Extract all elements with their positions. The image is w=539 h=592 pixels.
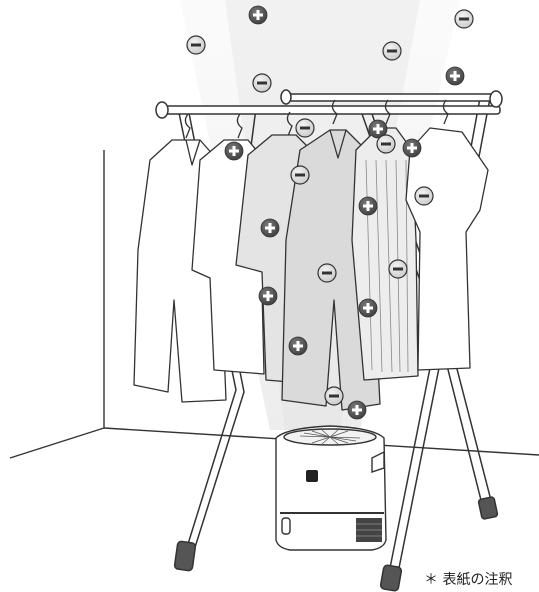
minus-ion-icon bbox=[377, 135, 395, 153]
minus-ion-icon bbox=[296, 119, 314, 137]
minus-ion-icon bbox=[383, 42, 401, 60]
plus-ion-icon bbox=[446, 67, 464, 85]
shirts bbox=[134, 128, 488, 410]
air-purifier bbox=[276, 426, 386, 550]
minus-ion-icon bbox=[415, 187, 433, 205]
plus-ion-icon bbox=[259, 287, 277, 305]
plus-ion-icon bbox=[261, 219, 279, 237]
plus-ion-icon bbox=[359, 197, 377, 215]
minus-ion-icon bbox=[455, 10, 473, 28]
minus-ion-icon bbox=[253, 74, 271, 92]
minus-ion-icon bbox=[187, 36, 205, 54]
minus-ion-icon bbox=[325, 387, 343, 405]
minus-ion-icon bbox=[389, 260, 407, 278]
minus-ion-icon bbox=[318, 264, 336, 282]
plus-ion-icon bbox=[403, 139, 421, 157]
plus-ion-icon bbox=[348, 401, 366, 419]
plus-ion-icon bbox=[359, 299, 377, 317]
plus-ion-icon bbox=[289, 337, 307, 355]
footnote: ＊ 表紙の注釈 bbox=[424, 569, 512, 589]
plus-ion-icon bbox=[249, 6, 267, 24]
plus-ion-icon bbox=[225, 142, 243, 160]
minus-ion-icon bbox=[291, 166, 309, 184]
